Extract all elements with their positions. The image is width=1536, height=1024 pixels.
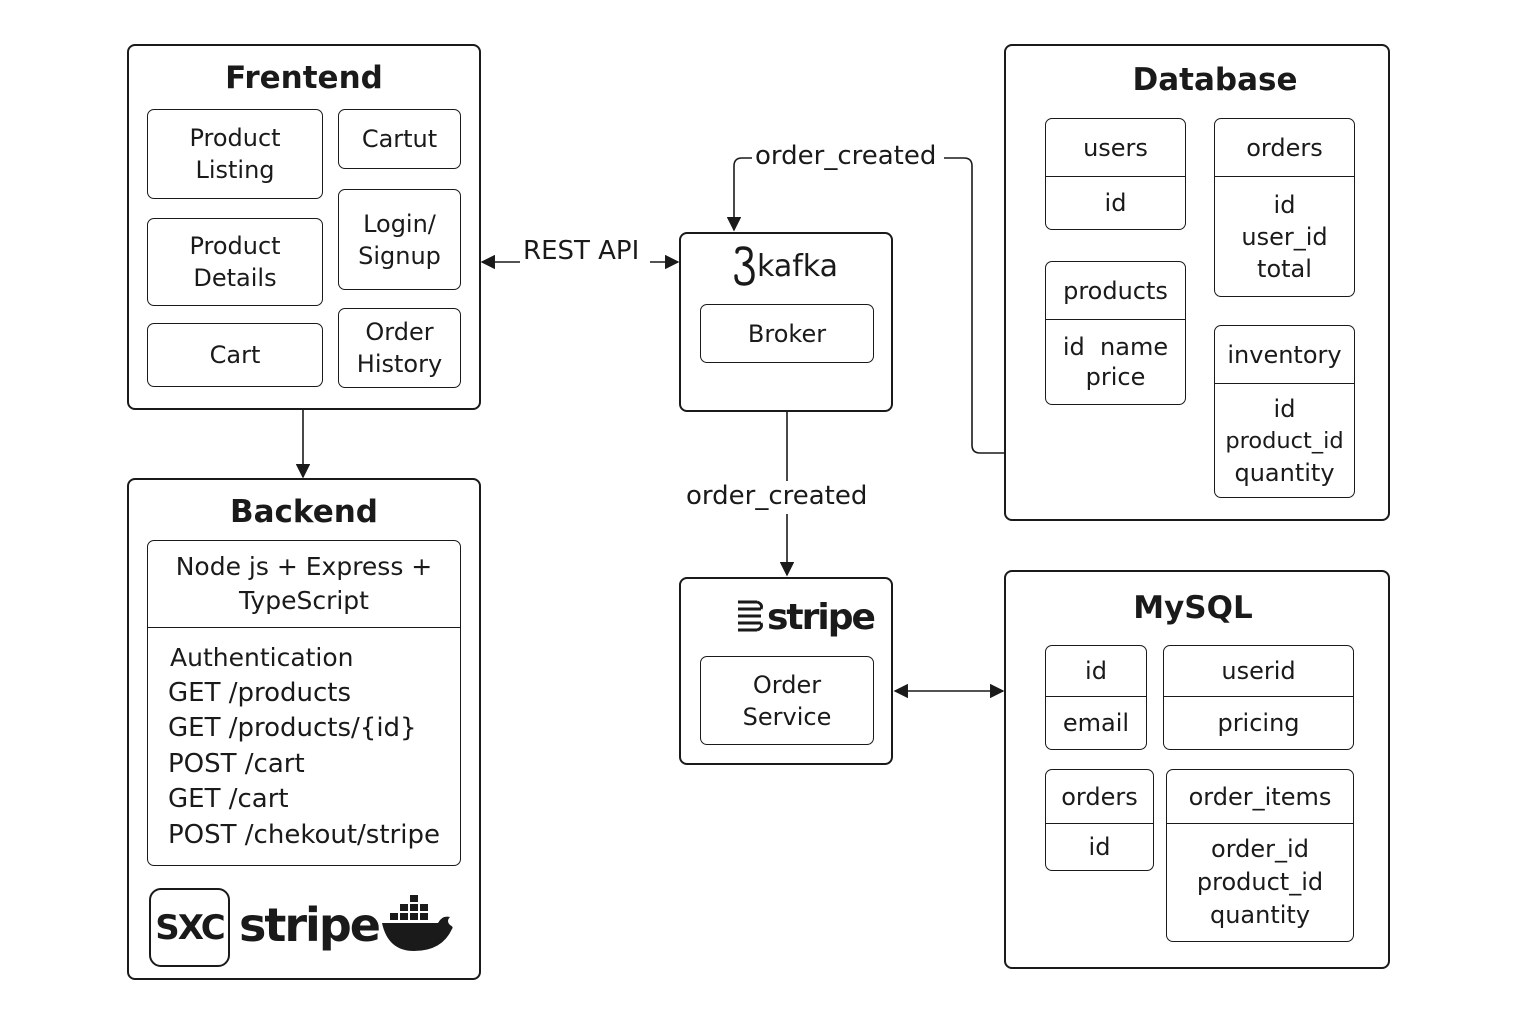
mysql-table-header: userid: [1164, 646, 1353, 697]
db-table-products: products id name price: [1045, 261, 1186, 405]
kafka-logo: kafka: [733, 246, 838, 286]
rest-api-label: REST API: [523, 236, 640, 266]
backend-stack-header: Node js + Express + TypeScript: [148, 541, 460, 628]
route-item: Authentication: [170, 643, 354, 672]
frontend-item-login-signup: Login/ Signup: [338, 189, 461, 290]
mysql-table-fields: email: [1062, 709, 1130, 737]
db-table-fields: id name price: [1062, 333, 1169, 391]
frontend-item-cartut: Cartut: [338, 109, 461, 169]
frontend-item-cart: Cart: [147, 323, 323, 387]
stripe-service-logo: stripe: [735, 597, 876, 638]
db-table-header: orders: [1215, 119, 1354, 177]
frontend-item-order-history: Order History: [338, 308, 461, 388]
mysql-table-id: id email: [1045, 645, 1147, 750]
mysql-table-header: id: [1046, 646, 1146, 697]
mysql-table-userid: userid pricing: [1163, 645, 1354, 750]
db-table-fields: id: [1104, 189, 1127, 217]
db-table-header: users: [1046, 119, 1185, 177]
kafka-panel: kafka Broker: [679, 232, 893, 412]
mysql-table-header: orders: [1046, 770, 1153, 824]
kafka-icon: [734, 246, 755, 286]
backend-routes: Authentication GET /products GET /produc…: [148, 628, 460, 854]
db-table-orders: orders id user_id total: [1214, 118, 1355, 297]
frontend-item-product-listing: Product Listing: [147, 109, 323, 199]
stripe-panel: stripe Order Service: [679, 577, 893, 765]
mysql-table-fields: order_id product_id quantity: [1196, 835, 1324, 929]
db-table-users: users id: [1045, 118, 1186, 230]
route-item: POST /chekout/stripe: [168, 819, 440, 850]
route-item: GET /products: [168, 677, 352, 708]
mysql-table-orders: orders id: [1045, 769, 1154, 871]
frontend-item-product-details: Product Details: [147, 218, 323, 306]
backend-stack-box: Node js + Express + TypeScript Authentic…: [147, 540, 461, 866]
stripe-logo: stripe: [239, 898, 381, 952]
db-table-header: inventory: [1215, 326, 1354, 384]
route-item: GET /cart: [168, 784, 289, 815]
mysql-table-header: order_items: [1167, 770, 1353, 824]
order-created-mid-label: order_created: [686, 481, 868, 511]
db-table-fields: id user_id total: [1241, 190, 1328, 283]
frontend-title: Frentend: [225, 60, 383, 96]
database-title: Database: [1132, 62, 1298, 98]
kafka-broker-box: Broker: [700, 304, 874, 363]
sxc-logo: SXC: [149, 888, 230, 967]
db-table-header: products: [1046, 262, 1185, 320]
mysql-table-fields: pricing: [1217, 709, 1300, 737]
backend-title: Backend: [230, 494, 378, 530]
stripe-doc-icon: [738, 600, 763, 631]
db-table-fields: id product_id quantity: [1225, 394, 1344, 487]
mysql-title: MySQL: [1133, 590, 1253, 626]
route-item: POST /cart: [168, 748, 305, 779]
docker-whale-icon: [380, 895, 456, 953]
db-table-inventory: inventory id product_id quantity: [1214, 325, 1355, 498]
order-service-box: Order Service: [700, 656, 874, 745]
mysql-table-fields: id: [1088, 833, 1111, 861]
route-item: GET /products/{id}: [168, 713, 417, 744]
mysql-table-order-items: order_items order_id product_id quantity: [1166, 769, 1354, 942]
order-created-top-label: order_created: [755, 141, 937, 171]
